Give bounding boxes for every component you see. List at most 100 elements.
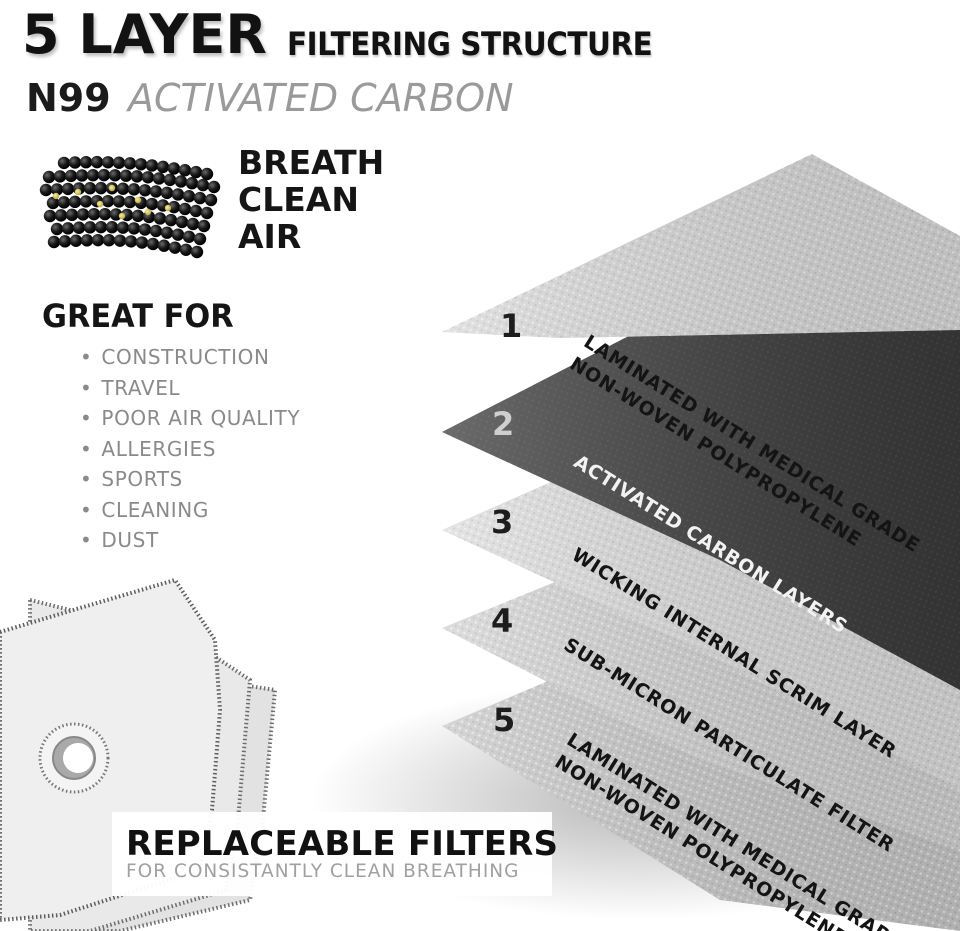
carbon-bead bbox=[167, 162, 181, 175]
carbon-bead bbox=[79, 156, 93, 169]
carbon-bead bbox=[134, 158, 148, 171]
carbon-bead bbox=[168, 241, 182, 254]
carbon-bead bbox=[113, 234, 127, 247]
gold-bead bbox=[144, 208, 152, 216]
carbon-bead bbox=[141, 171, 155, 184]
carbon-bead bbox=[153, 212, 167, 225]
gold-bead bbox=[74, 188, 82, 196]
carbon-bead bbox=[108, 169, 122, 182]
carbon-bead bbox=[190, 245, 204, 259]
carbon-bead bbox=[130, 170, 144, 183]
layer-number-2: 2 bbox=[492, 405, 515, 443]
carbon-bead bbox=[124, 235, 138, 248]
carbon-bead bbox=[182, 190, 196, 203]
carbon-bead bbox=[175, 215, 189, 229]
carbon-bead bbox=[200, 167, 214, 181]
list-item: •TRAVEL bbox=[80, 375, 181, 400]
carbon-bead bbox=[174, 175, 188, 188]
carbon-bead bbox=[138, 223, 152, 236]
carbon-bead bbox=[193, 232, 207, 246]
carbon-bead bbox=[207, 180, 221, 194]
carbon-bead bbox=[86, 169, 100, 182]
carbon-bead bbox=[83, 182, 97, 195]
carbon-bead bbox=[131, 209, 145, 223]
carbon-bead bbox=[61, 182, 75, 196]
carbon-bead bbox=[109, 208, 123, 221]
carbon-bead bbox=[68, 195, 82, 209]
gold-bead bbox=[164, 204, 172, 212]
carbon-bead bbox=[149, 224, 163, 238]
carbon-bead bbox=[157, 239, 171, 252]
carbon-bead bbox=[178, 202, 192, 216]
layer-number-5: 5 bbox=[493, 701, 516, 739]
carbon-bead bbox=[97, 168, 111, 182]
carbon-bead bbox=[123, 195, 137, 209]
list-item: •DUST bbox=[80, 528, 159, 552]
carbon-bead bbox=[57, 156, 71, 170]
carbon-bead bbox=[46, 196, 60, 210]
list-item: •CONSTRUCTION bbox=[80, 345, 270, 369]
carbon-bead bbox=[196, 178, 210, 192]
carbon-bead bbox=[152, 172, 166, 185]
carbon-bead bbox=[53, 170, 67, 183]
carbon-bead bbox=[75, 169, 89, 182]
carbon-bead bbox=[80, 234, 94, 247]
carbon-bead bbox=[178, 164, 192, 177]
carbon-bead bbox=[101, 194, 115, 208]
carbon-bead bbox=[72, 221, 86, 234]
carbon-bead bbox=[83, 221, 97, 234]
carbon-bead bbox=[179, 243, 193, 256]
filter-layer-shading bbox=[442, 250, 960, 690]
list-item: •POOR AIR QUALITY bbox=[80, 406, 301, 430]
carbon-bead bbox=[90, 155, 104, 169]
carbon-beads-icon bbox=[39, 155, 221, 259]
carbon-bead bbox=[127, 222, 141, 235]
carbon-bead bbox=[112, 156, 126, 169]
gold-bead bbox=[118, 212, 126, 220]
carbon-bead bbox=[54, 209, 68, 222]
carbon-bead bbox=[156, 160, 170, 174]
carbon-bead bbox=[182, 230, 196, 243]
title-main: 5 LAYER bbox=[22, 3, 267, 66]
list-item: •CLEANING bbox=[80, 497, 209, 522]
carbon-bead bbox=[167, 200, 181, 214]
carbon-bead bbox=[189, 165, 203, 179]
replaceable-banner bbox=[112, 812, 552, 896]
title-sub: FILTERING STRUCTURE bbox=[287, 25, 653, 63]
carbon-bead bbox=[197, 219, 211, 233]
carbon-bead bbox=[47, 235, 61, 249]
carbon-bead bbox=[64, 169, 78, 183]
gold-bead bbox=[134, 196, 142, 204]
carbon-bead bbox=[116, 182, 130, 195]
carbon-bead bbox=[189, 204, 203, 218]
replaceable-title: REPLACEABLE FILTERS bbox=[126, 824, 559, 864]
carbon-bead bbox=[145, 197, 159, 211]
carbon-bead bbox=[112, 195, 126, 208]
carbon-bead bbox=[160, 226, 174, 239]
carbon-bead bbox=[79, 195, 93, 208]
gold-bead bbox=[52, 192, 60, 200]
breath-line-3: AIR bbox=[238, 217, 302, 256]
carbon-bead bbox=[163, 173, 177, 187]
layer-number-4: 4 bbox=[491, 602, 514, 640]
carbon-bead bbox=[61, 222, 75, 235]
carbon-bead bbox=[186, 217, 200, 231]
carbon-bead bbox=[185, 177, 199, 190]
breath-line-1: BREATH bbox=[238, 143, 385, 182]
carbon-bead bbox=[171, 188, 185, 201]
carbon-bead bbox=[57, 196, 71, 209]
carbon-bead bbox=[76, 208, 90, 221]
breath-line-2: CLEAN bbox=[238, 180, 359, 219]
carbon-bead bbox=[43, 209, 57, 223]
carbon-bead bbox=[42, 170, 56, 184]
carbon-bead bbox=[149, 185, 163, 198]
carbon-bead bbox=[135, 236, 149, 249]
carbon-bead bbox=[94, 181, 108, 195]
carbon-bead bbox=[193, 191, 207, 205]
carbon-bead bbox=[160, 186, 174, 200]
replaceable-subtitle: FOR CONSISTANTLY CLEAN BREATHING bbox=[126, 861, 520, 882]
carbon-bead bbox=[68, 156, 82, 169]
carbon-bead bbox=[50, 183, 64, 196]
carbon-bead bbox=[91, 233, 105, 247]
carbon-bead bbox=[69, 234, 83, 247]
